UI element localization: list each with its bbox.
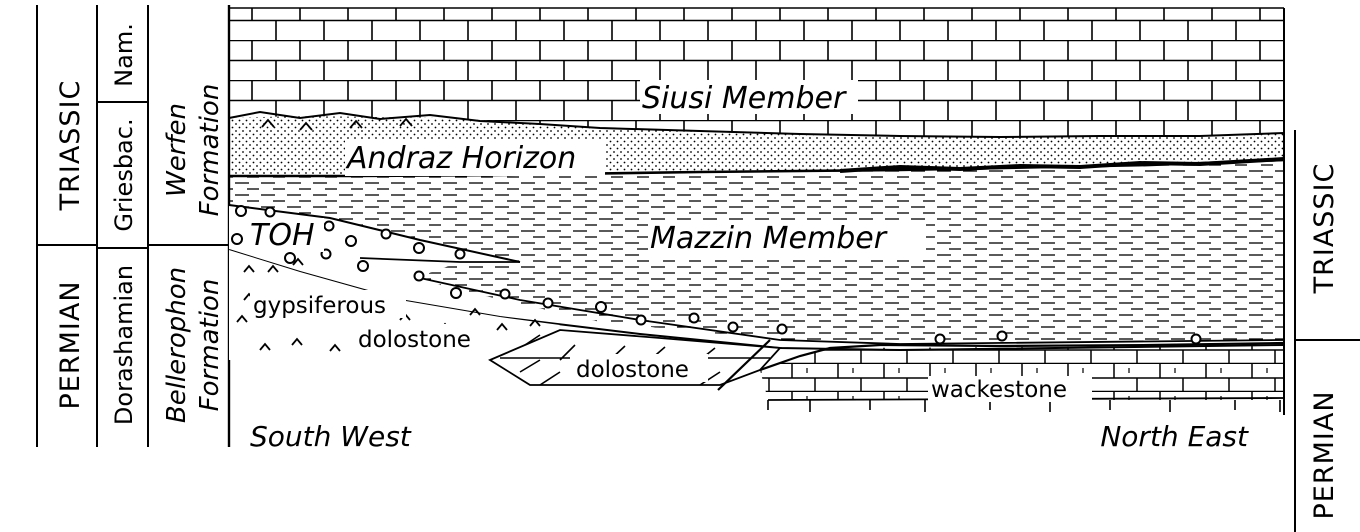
- formation-bellerophon-line1: Bellerophon: [162, 267, 192, 423]
- toh-zone-background: [229, 205, 1284, 350]
- direction-northeast: North East: [1100, 420, 1249, 453]
- andraz-horizon-label: Andraz Horizon: [345, 141, 576, 176]
- oolite-symbols: [231, 205, 1202, 345]
- gypsiferous-label: gypsiferous: [253, 293, 386, 319]
- siusi-member-label: Siusi Member: [642, 81, 847, 116]
- dolostone-label-upper: dolostone: [358, 327, 471, 353]
- left-stratigraphic-column: TRIASSIC PERMIAN Nam. Griesbac. Dorasham…: [36, 5, 231, 447]
- dolostone-fault: [717, 339, 771, 391]
- wackestone-label: wackestone: [931, 377, 1067, 403]
- stage-dorashamian-label: Dorashamian: [110, 265, 138, 425]
- formation-werfen-line2: Formation: [195, 84, 225, 217]
- system-permian-label: PERMIAN: [55, 280, 86, 409]
- stage-nam-label: Nam.: [110, 23, 138, 87]
- andraz-caret-marks: [261, 117, 413, 131]
- wackestone-base-ticks: [767, 400, 1281, 412]
- formation-bellerophon-line2: Formation: [195, 279, 225, 412]
- stage-griesbac-label: Griesbac.: [110, 118, 138, 231]
- toh-upper-boundary: [228, 204, 521, 263]
- right-system-triassic-label: TRIASSIC: [1309, 163, 1340, 295]
- toh-label: TOH: [250, 218, 315, 253]
- wackestone-body: [760, 346, 1284, 400]
- formation-werfen-line1: Werfen: [162, 103, 192, 197]
- system-triassic-label: TRIASSIC: [55, 80, 86, 212]
- label-plates: [248, 80, 1092, 402]
- wackestone-top-boundary: [759, 341, 1285, 372]
- andraz-upper-boundary: [228, 110, 1285, 139]
- dolostone-label-lower: dolostone: [576, 357, 689, 383]
- right-stratigraphic-column: TRIASSIC PERMIAN: [1294, 130, 1360, 532]
- siusi-member-pattern: [229, 8, 1284, 137]
- right-system-permian-label: PERMIAN: [1309, 390, 1340, 519]
- cross-section: [228, 7, 1285, 415]
- mazzin-member-label: Mazzin Member: [650, 221, 888, 256]
- direction-southwest: South West: [250, 420, 412, 453]
